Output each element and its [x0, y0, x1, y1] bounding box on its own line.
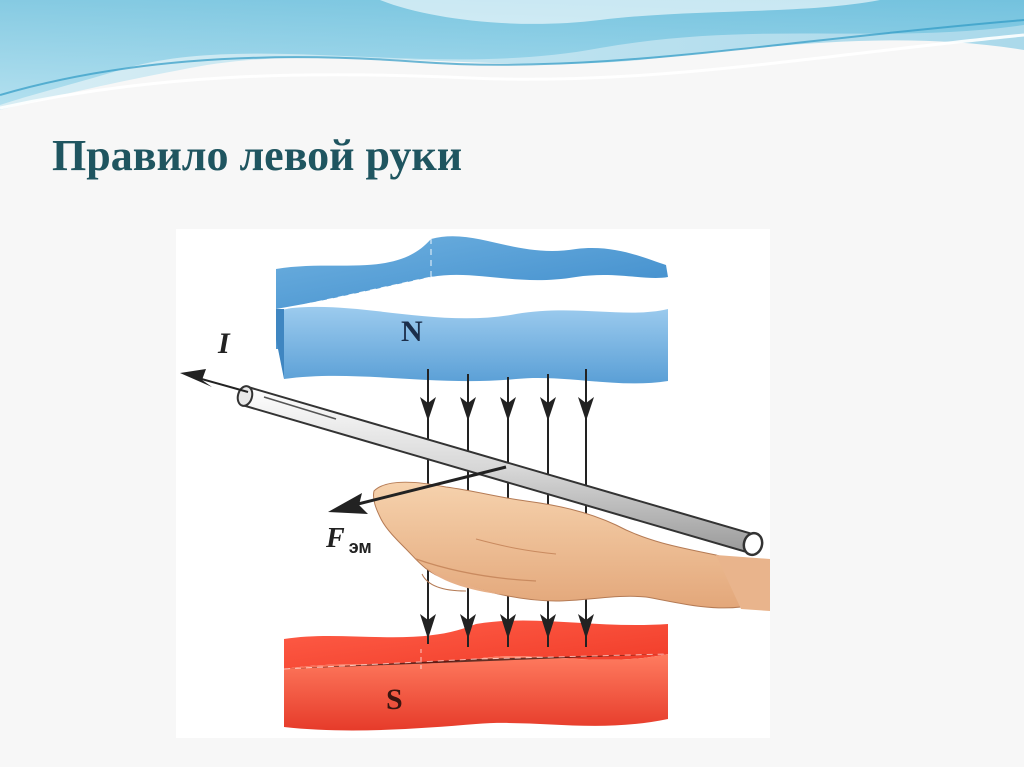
left-hand [373, 481, 770, 611]
magnet-north-label: N [401, 315, 423, 348]
down-arrow-icon [460, 614, 476, 639]
wave-decoration [0, 0, 1024, 110]
magnet-north: N [276, 236, 669, 384]
down-arrow-icon [500, 614, 516, 639]
left-arrow-icon [328, 493, 368, 514]
down-arrow-icon [420, 614, 436, 639]
magnet-south-label: S [386, 683, 403, 716]
current-label: I [217, 327, 231, 360]
field-arrows-lower [420, 614, 594, 639]
magnet-south: S [283, 620, 669, 731]
current-arrow: I [180, 327, 249, 393]
force-label-sub: эм [349, 537, 372, 557]
down-arrow-icon [540, 614, 556, 639]
down-arrow-icon [420, 397, 436, 421]
down-arrow-icon [460, 397, 476, 421]
down-arrow-icon [500, 397, 516, 421]
left-hand-rule-illustration: N S [176, 229, 770, 738]
left-arrow-icon [180, 369, 212, 387]
field-arrows-upper [420, 397, 594, 421]
down-arrow-icon [578, 614, 594, 639]
slide-title: Правило левой руки [52, 131, 463, 180]
down-arrow-icon [578, 397, 594, 421]
down-arrow-icon [540, 397, 556, 421]
force-label-main: F [325, 523, 345, 554]
